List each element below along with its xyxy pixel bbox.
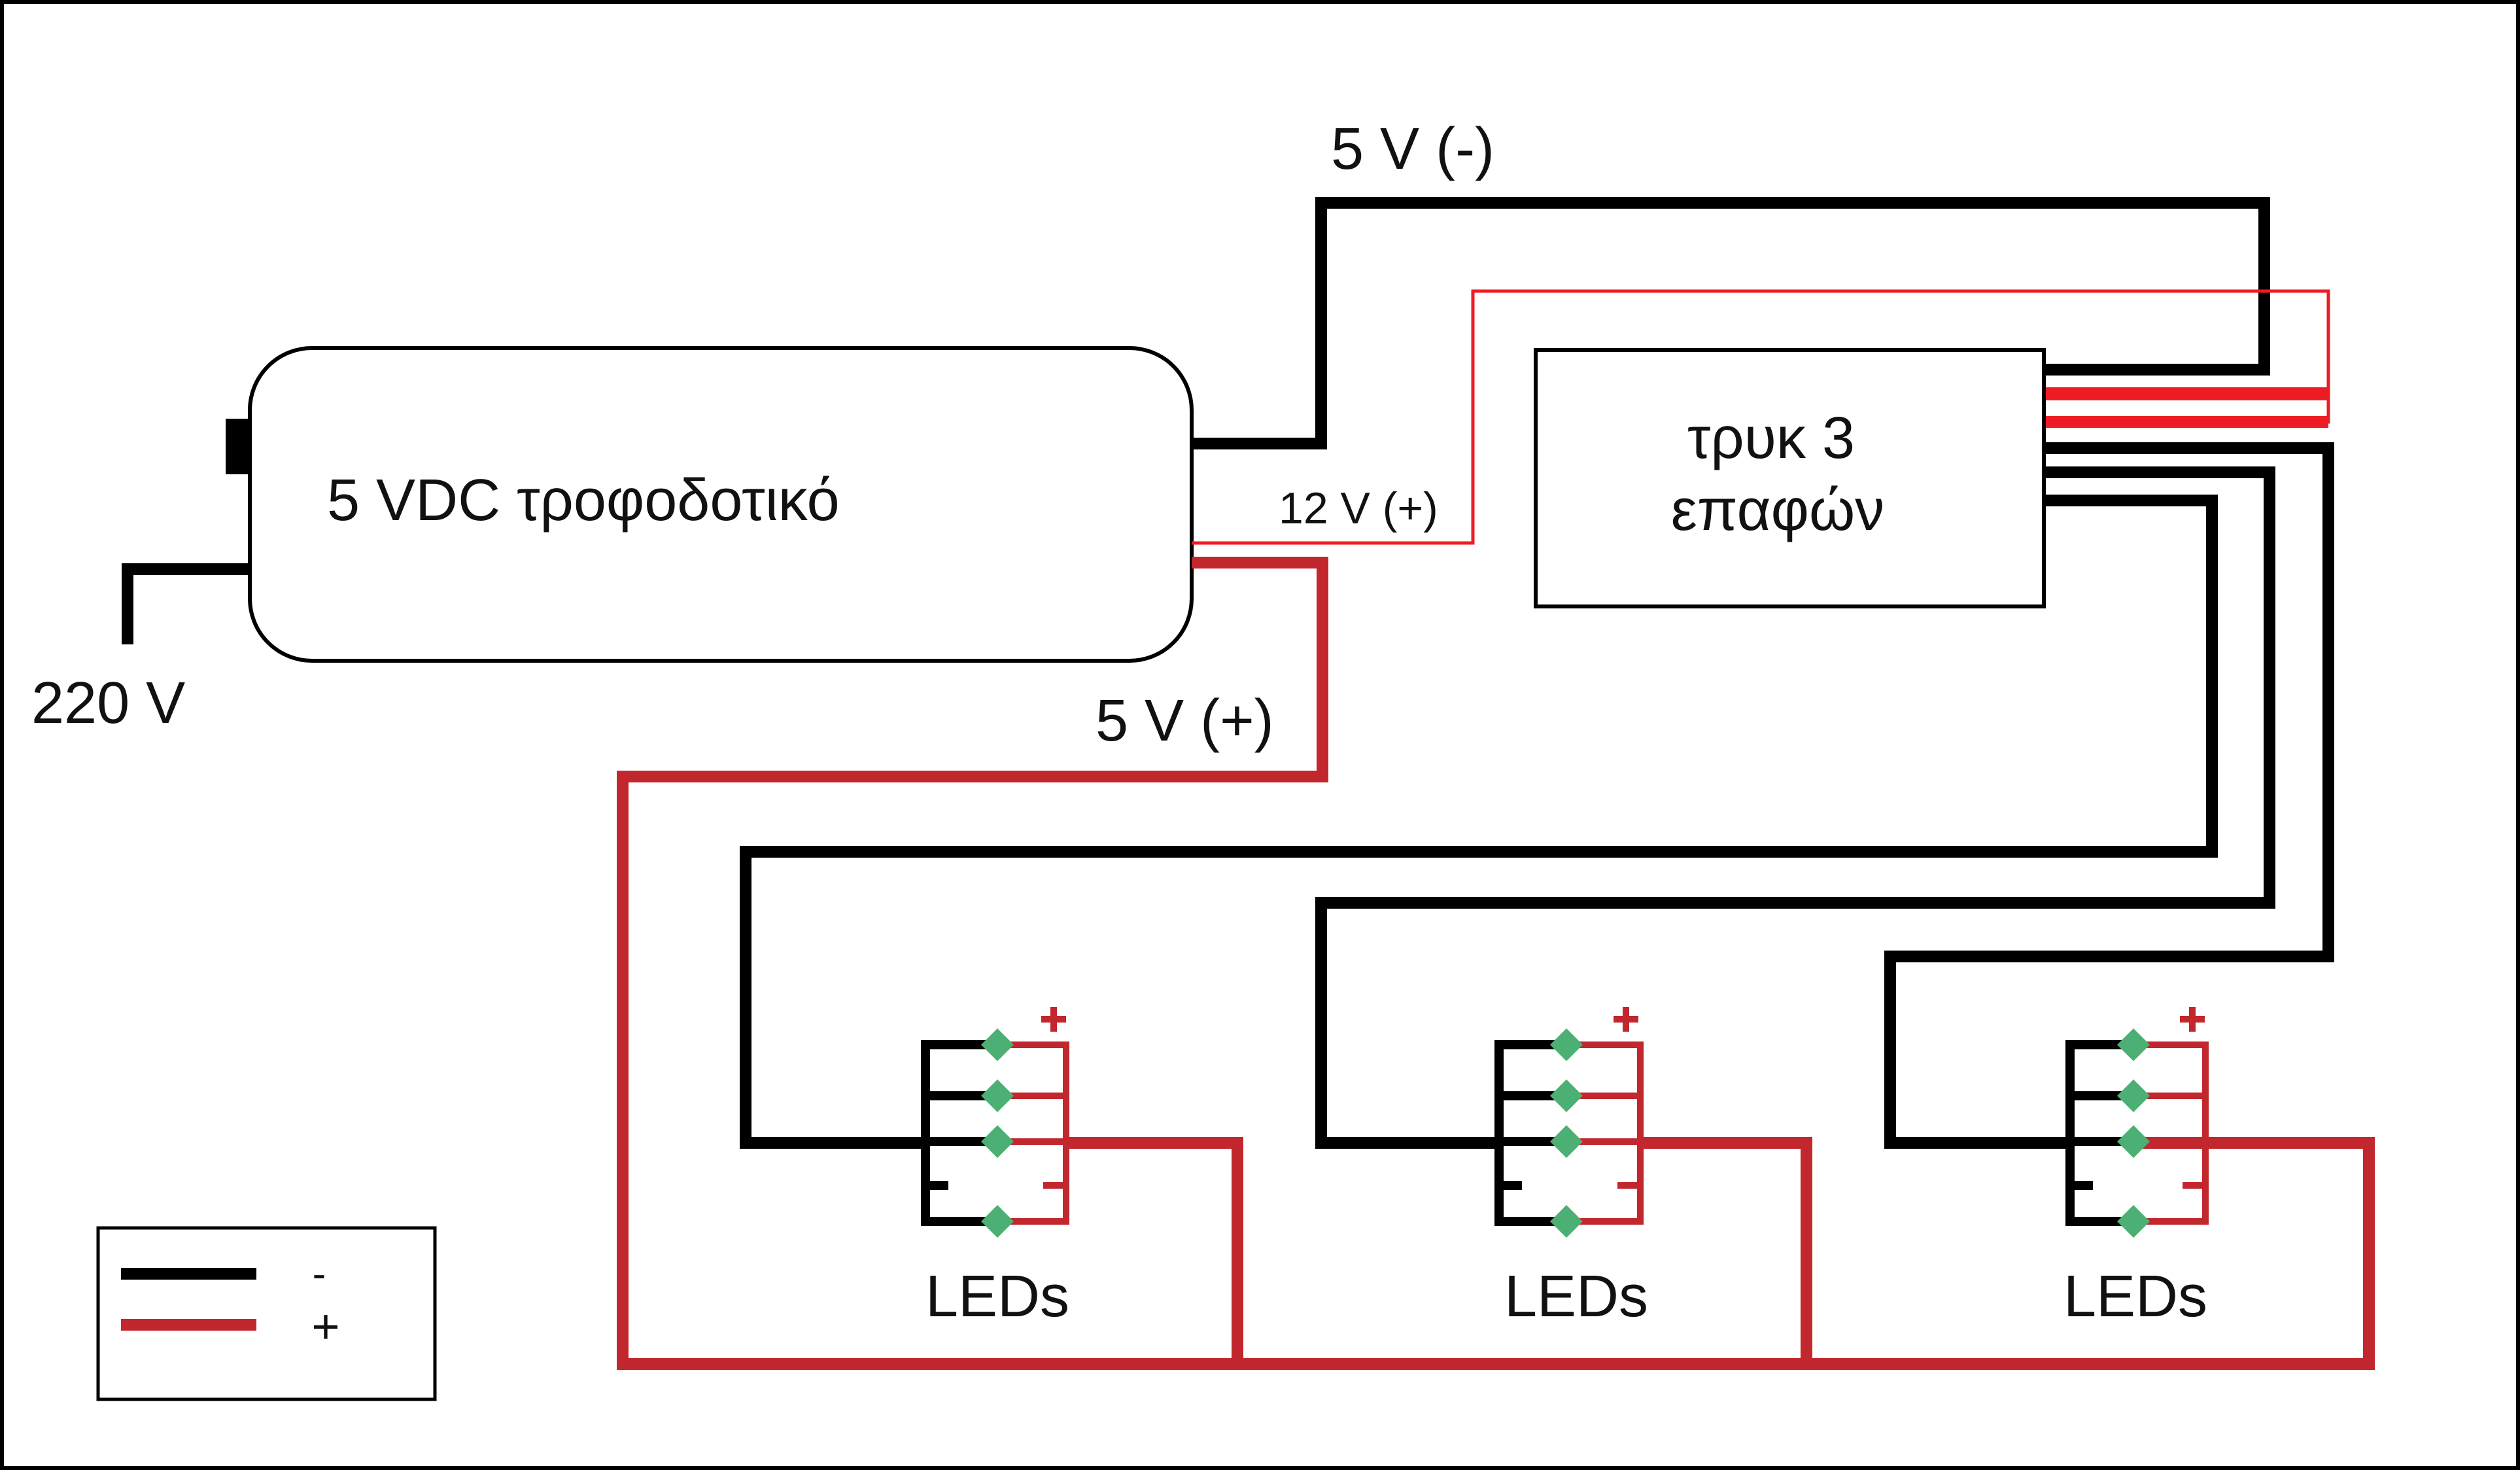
plus-marker	[2180, 1007, 2205, 1032]
trick-output-2-wire	[1315, 466, 2275, 1149]
leds-label-3: LEDs	[2063, 1264, 2207, 1329]
trick-output-1-wire	[740, 495, 2218, 1149]
led-diode	[981, 1205, 1014, 1238]
wire-5v-plus-group-2	[1640, 1137, 1812, 1364]
wire-5v-plus-group-1	[1066, 1137, 1243, 1364]
v5-plus-label: 5 V (+)	[1096, 688, 1274, 754]
led-diode	[2117, 1205, 2150, 1238]
leds-label-1: LEDs	[925, 1264, 1069, 1329]
led-diode	[2117, 1028, 2150, 1061]
trick-output-3-wire	[1884, 442, 2334, 1149]
leds-label-2: LEDs	[1504, 1264, 1648, 1329]
wire-5v-plus-main	[617, 557, 2375, 1370]
led-group-3	[2065, 1007, 2209, 1238]
wire-5v-minus	[1192, 197, 2270, 449]
plus-marker	[1041, 1007, 1066, 1032]
led-diode	[2117, 1079, 2150, 1112]
led-diode	[1550, 1125, 1583, 1158]
led-diode	[981, 1079, 1014, 1112]
power-supply-box	[248, 346, 1194, 663]
power-supply-label: 5 VDC τροφοδοτικό	[327, 468, 840, 533]
led-diode	[1550, 1079, 1583, 1112]
v5-minus-label: 5 V (-)	[1331, 116, 1494, 182]
legend: - +	[96, 1226, 437, 1401]
led-diode	[981, 1125, 1014, 1158]
led-group-1	[921, 1007, 1069, 1238]
legend-plus-label: +	[311, 1299, 339, 1354]
led-group-2	[1494, 1007, 1644, 1238]
v12-plus-label: 12 V (+)	[1279, 483, 1438, 533]
plus-marker	[1614, 1007, 1638, 1032]
led-diode	[1550, 1028, 1583, 1061]
led-diode	[2117, 1125, 2150, 1158]
led-diode	[981, 1028, 1014, 1061]
legend-box	[96, 1226, 437, 1401]
trick-label-line2: επαφών	[1671, 478, 1885, 543]
power-switch	[226, 419, 250, 474]
led-diode	[1550, 1205, 1583, 1238]
mains-wire	[122, 563, 249, 644]
legend-minus-label: -	[313, 1251, 326, 1297]
trick-switch-box	[1534, 348, 2046, 608]
trick-label-line1: τρυκ 3	[1687, 406, 1855, 471]
mains-voltage-label: 220 V	[31, 671, 185, 736]
